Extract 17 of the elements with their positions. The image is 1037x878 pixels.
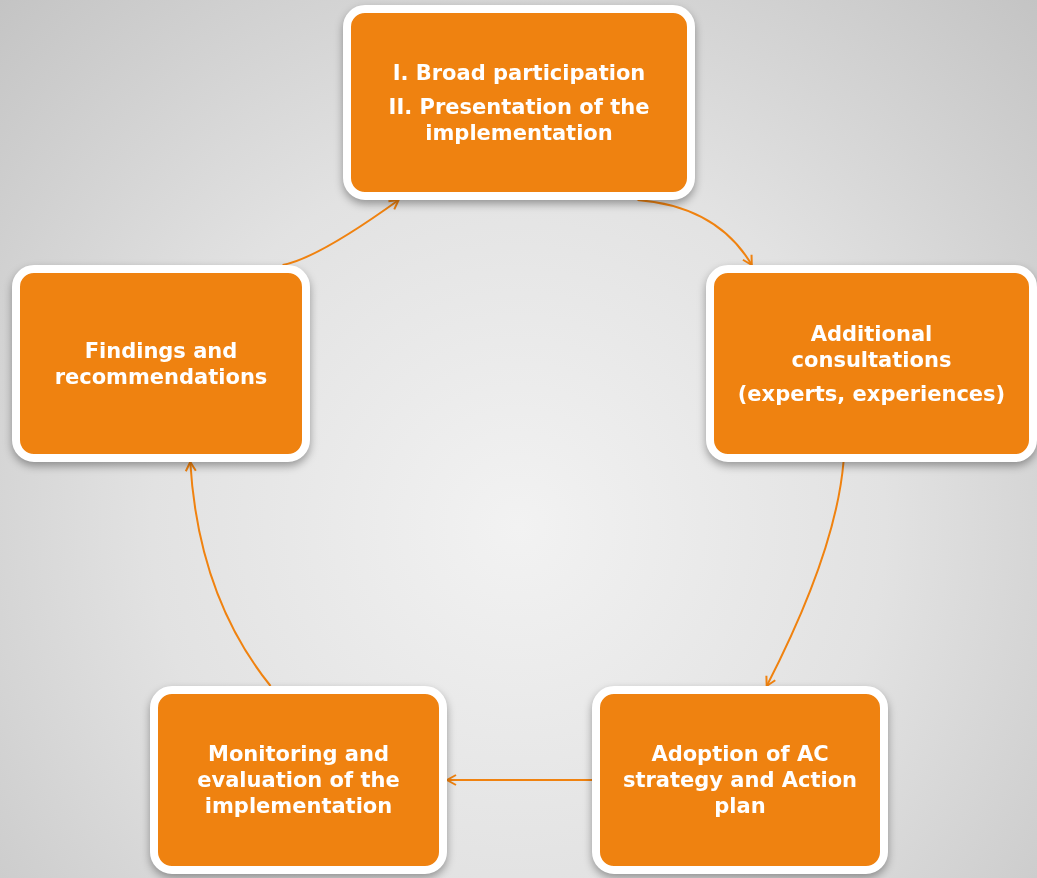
- curved-arrow: [765, 461, 845, 687]
- process-box: [592, 686, 888, 874]
- process-box: [150, 686, 447, 874]
- process-box: [706, 265, 1037, 462]
- box-text: II. Presentation of the implementation: [387, 93, 651, 146]
- box-text: Findings and recommendations: [53, 337, 269, 390]
- curved-arrow: [446, 774, 593, 786]
- process-box: [343, 5, 695, 200]
- curved-arrow: [636, 199, 753, 266]
- box-text: I. Broad participation: [392, 59, 646, 86]
- curved-arrow: [281, 199, 400, 266]
- box-text: Monitoring and evaluation of the implementation: [196, 741, 401, 819]
- curved-arrow: [185, 461, 272, 687]
- process-box: [12, 265, 310, 462]
- box-text: Additional consultations: [790, 320, 953, 373]
- box-text: Adoption of AC strategy and Action plan: [621, 741, 859, 819]
- box-text: (experts, experiences): [737, 380, 1006, 407]
